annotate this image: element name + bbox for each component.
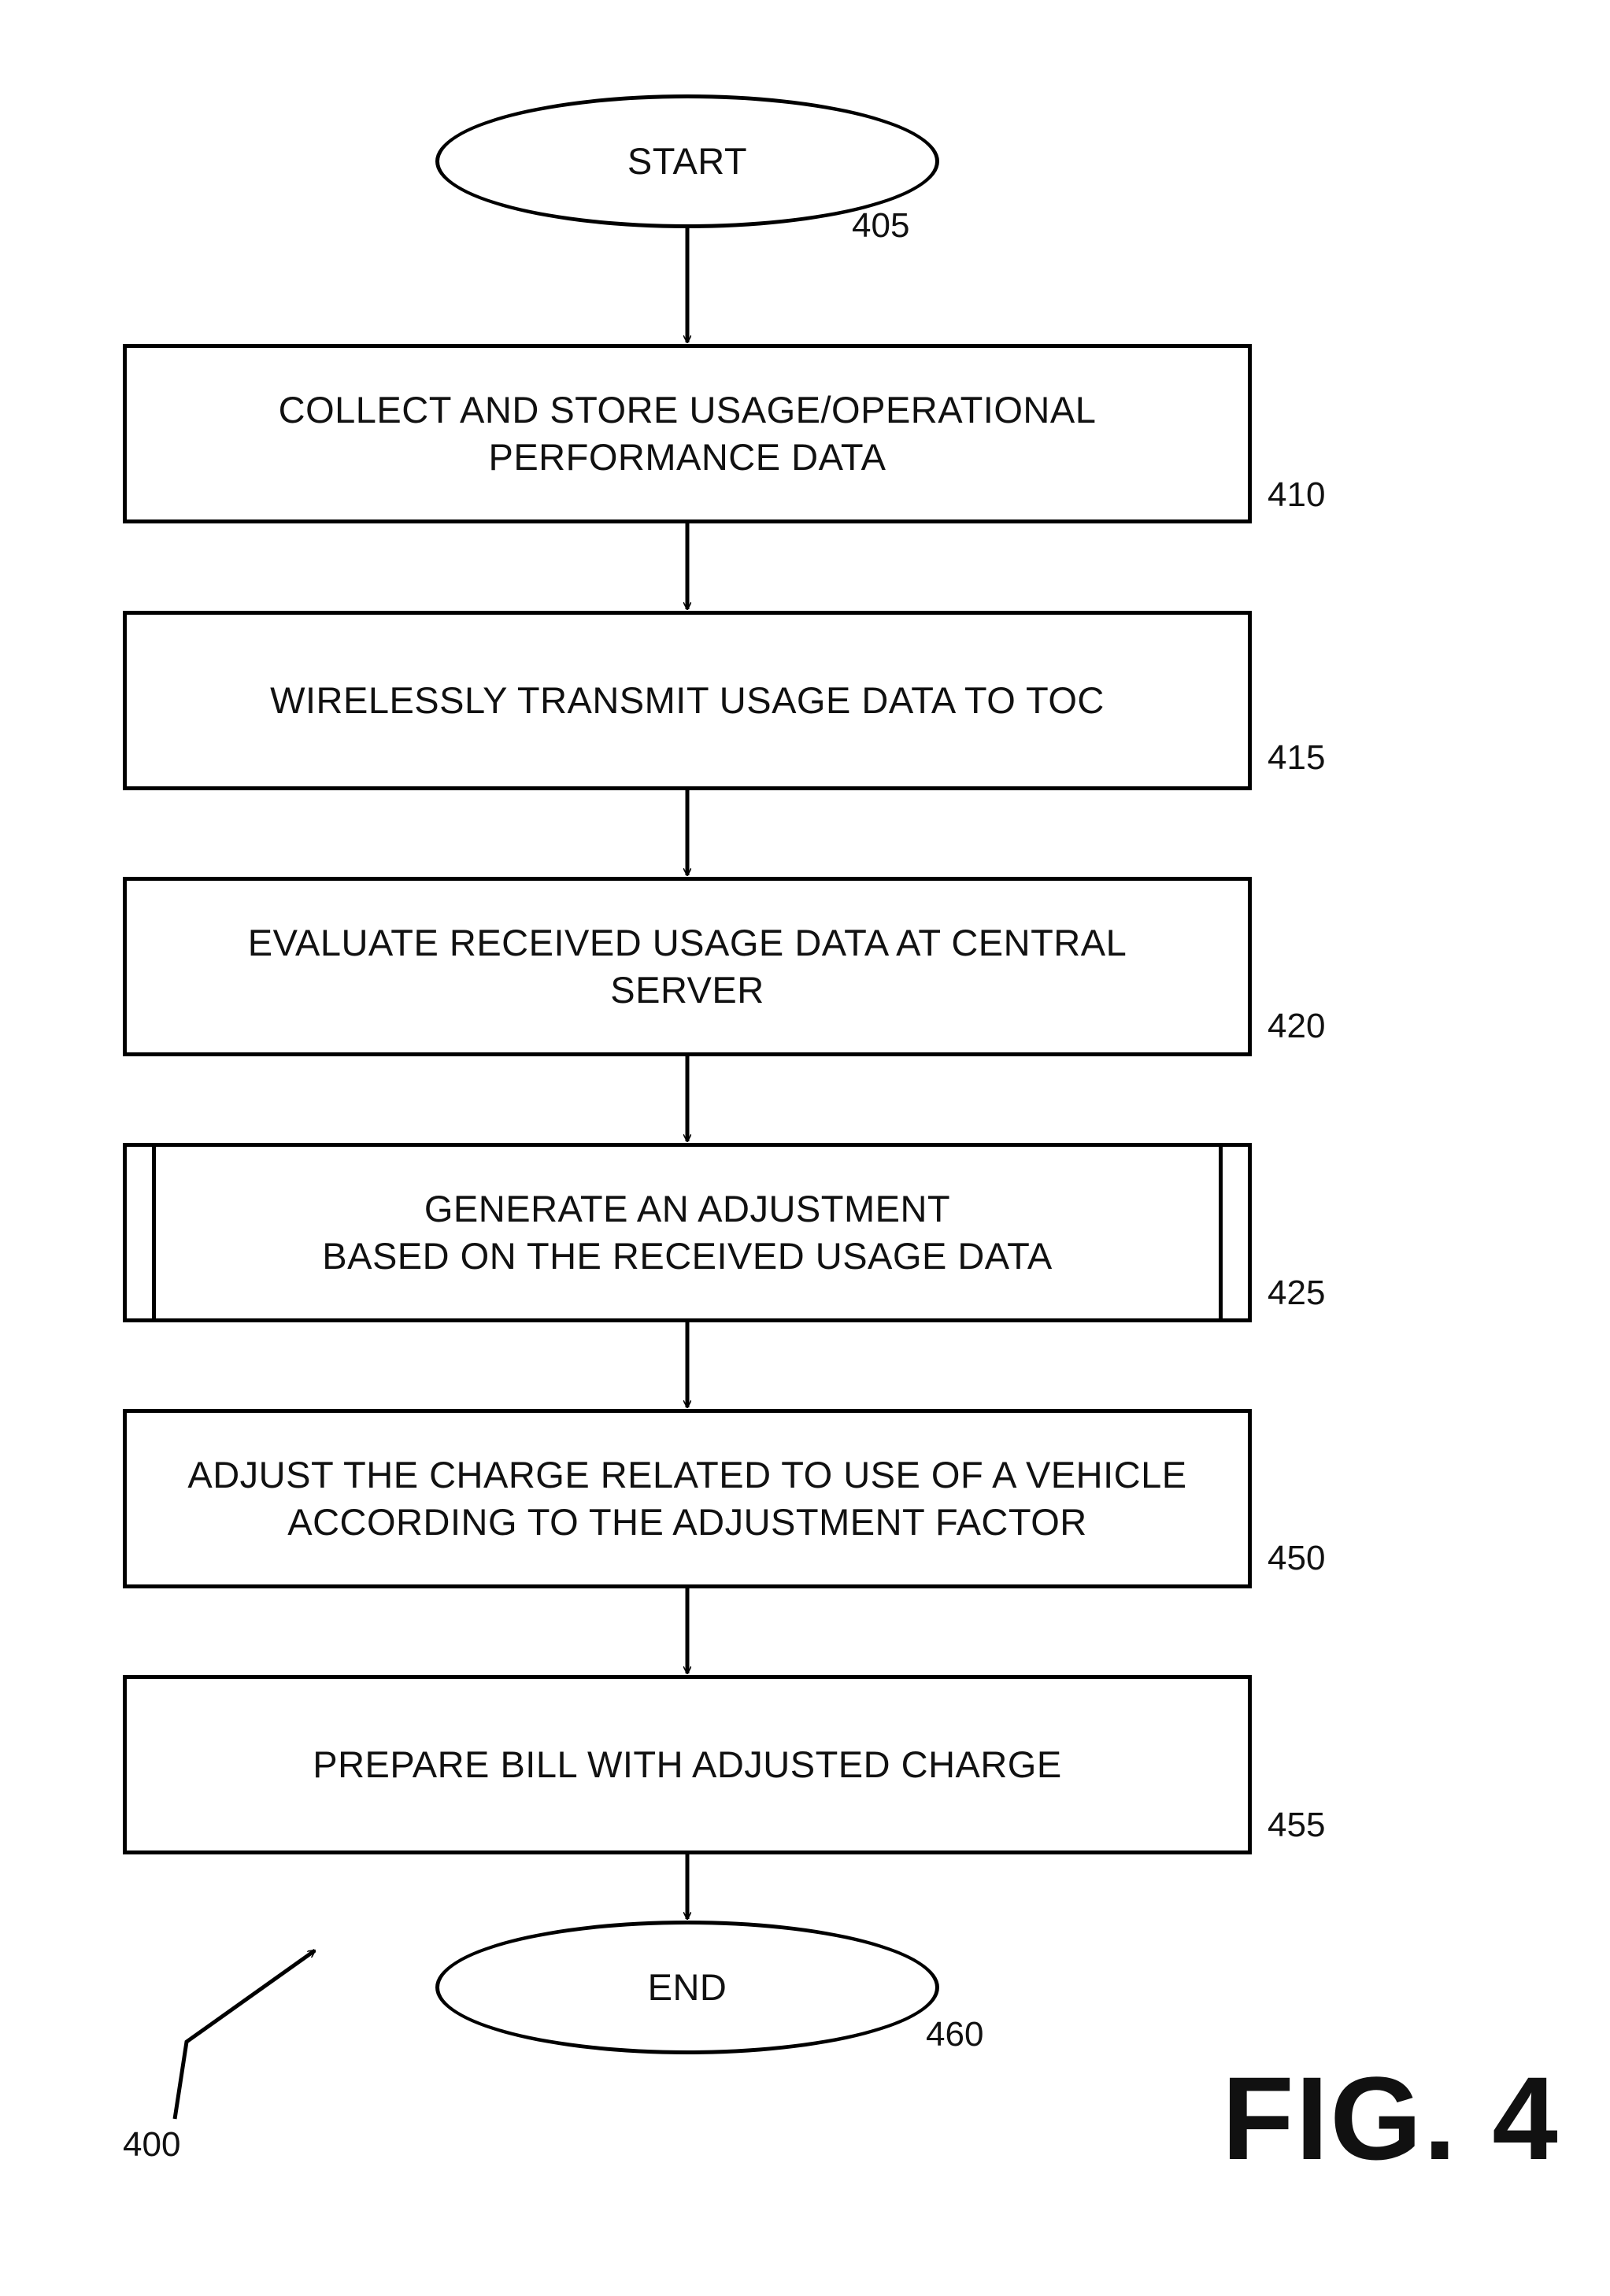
step-450-label: ADJUST THE CHARGE RELATED TO USE OF A VE… <box>164 1451 1210 1546</box>
end-terminal: END <box>435 1921 939 2054</box>
ref-label-405: 405 <box>852 206 909 246</box>
diagram-ref-leader-arrow <box>175 1950 315 2119</box>
process-box-415: WIRELESSLY TRANSMIT USAGE DATA TO TOC <box>123 611 1252 790</box>
process-box-410: COLLECT AND STORE USAGE/OPERATIONAL PERF… <box>123 344 1252 523</box>
ref-label-410: 410 <box>1268 475 1325 515</box>
step-425-label: GENERATE AN ADJUSTMENT BASED ON THE RECE… <box>298 1185 1075 1280</box>
process-box-450: ADJUST THE CHARGE RELATED TO USE OF A VE… <box>123 1409 1252 1588</box>
ref-label-455: 455 <box>1268 1806 1325 1845</box>
predefined-process-box-425: GENERATE AN ADJUSTMENT BASED ON THE RECE… <box>123 1143 1252 1322</box>
ref-label-450: 450 <box>1268 1539 1325 1578</box>
step-415-label: WIRELESSLY TRANSMIT USAGE DATA TO TOC <box>246 677 1128 724</box>
ref-label-425: 425 <box>1268 1274 1325 1313</box>
process-box-420: EVALUATE RECEIVED USAGE DATA AT CENTRAL … <box>123 877 1252 1056</box>
start-label: START <box>604 138 771 185</box>
step-420-label: EVALUATE RECEIVED USAGE DATA AT CENTRAL … <box>224 919 1150 1014</box>
ref-label-415: 415 <box>1268 738 1325 778</box>
process-box-455: PREPARE BILL WITH ADJUSTED CHARGE <box>123 1675 1252 1854</box>
step-410-label: COLLECT AND STORE USAGE/OPERATIONAL PERF… <box>255 386 1120 481</box>
step-455-label: PREPARE BILL WITH ADJUSTED CHARGE <box>289 1741 1085 1788</box>
ref-label-420: 420 <box>1268 1007 1325 1046</box>
end-label: END <box>624 1964 751 2011</box>
ref-label-460: 460 <box>926 2015 983 2054</box>
diagram-ref-label-400: 400 <box>123 2125 180 2165</box>
figure-label: FIG. 4 <box>1222 2050 1560 2187</box>
